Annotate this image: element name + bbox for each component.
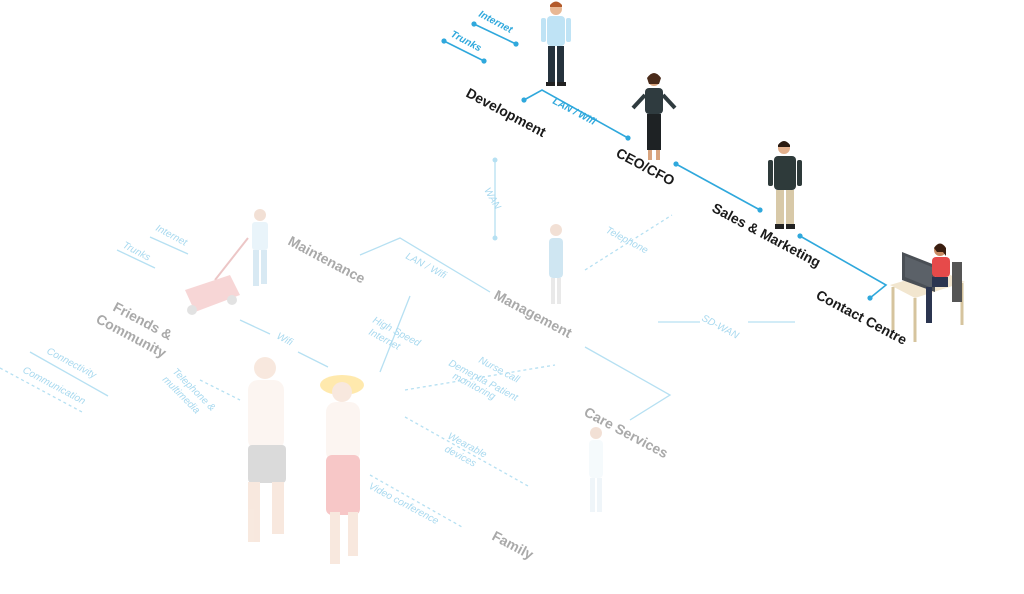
person-icon [589,427,603,512]
family-label: Family [490,528,537,563]
desk-computer-icon [890,243,965,342]
faded-trunks-label: Trunks [121,240,153,264]
person-icon [768,141,802,229]
person-icon [549,224,563,304]
internet-label: Internet [477,9,515,36]
trunks-label: Trunks [449,29,484,54]
sd-wan-label: SD-WAN [700,313,741,342]
person-icon [248,357,286,542]
faded-connection-lines [0,157,795,528]
lan-wifi-label: LAN / Wifi [551,96,598,128]
maintenance-label: Maintenance [286,233,369,287]
person-icon [631,73,677,160]
connectivity-label: Connectivity [45,346,99,382]
telephone-label: Telephone [604,225,650,257]
ceo-cfo-label: CEO/CFO [614,145,678,189]
sales-marketing-label: Sales & Marketing [710,200,824,271]
lawn-mower-icon [185,209,268,315]
faded-lan-wifi-label: LAN / Wifi [404,251,449,282]
management-label: Management [492,287,575,341]
active-connection-lines [441,21,888,301]
person-icon [320,375,364,564]
wifi-label: Wifi [275,331,295,349]
contact-centre-label: Contact Centre [814,287,910,348]
faded-internet-label: Internet [154,223,190,249]
person-icon [541,1,571,86]
video-conference-label: Video conference [367,481,441,527]
faded-figures [185,209,603,564]
wan-label: WAN [481,186,502,212]
